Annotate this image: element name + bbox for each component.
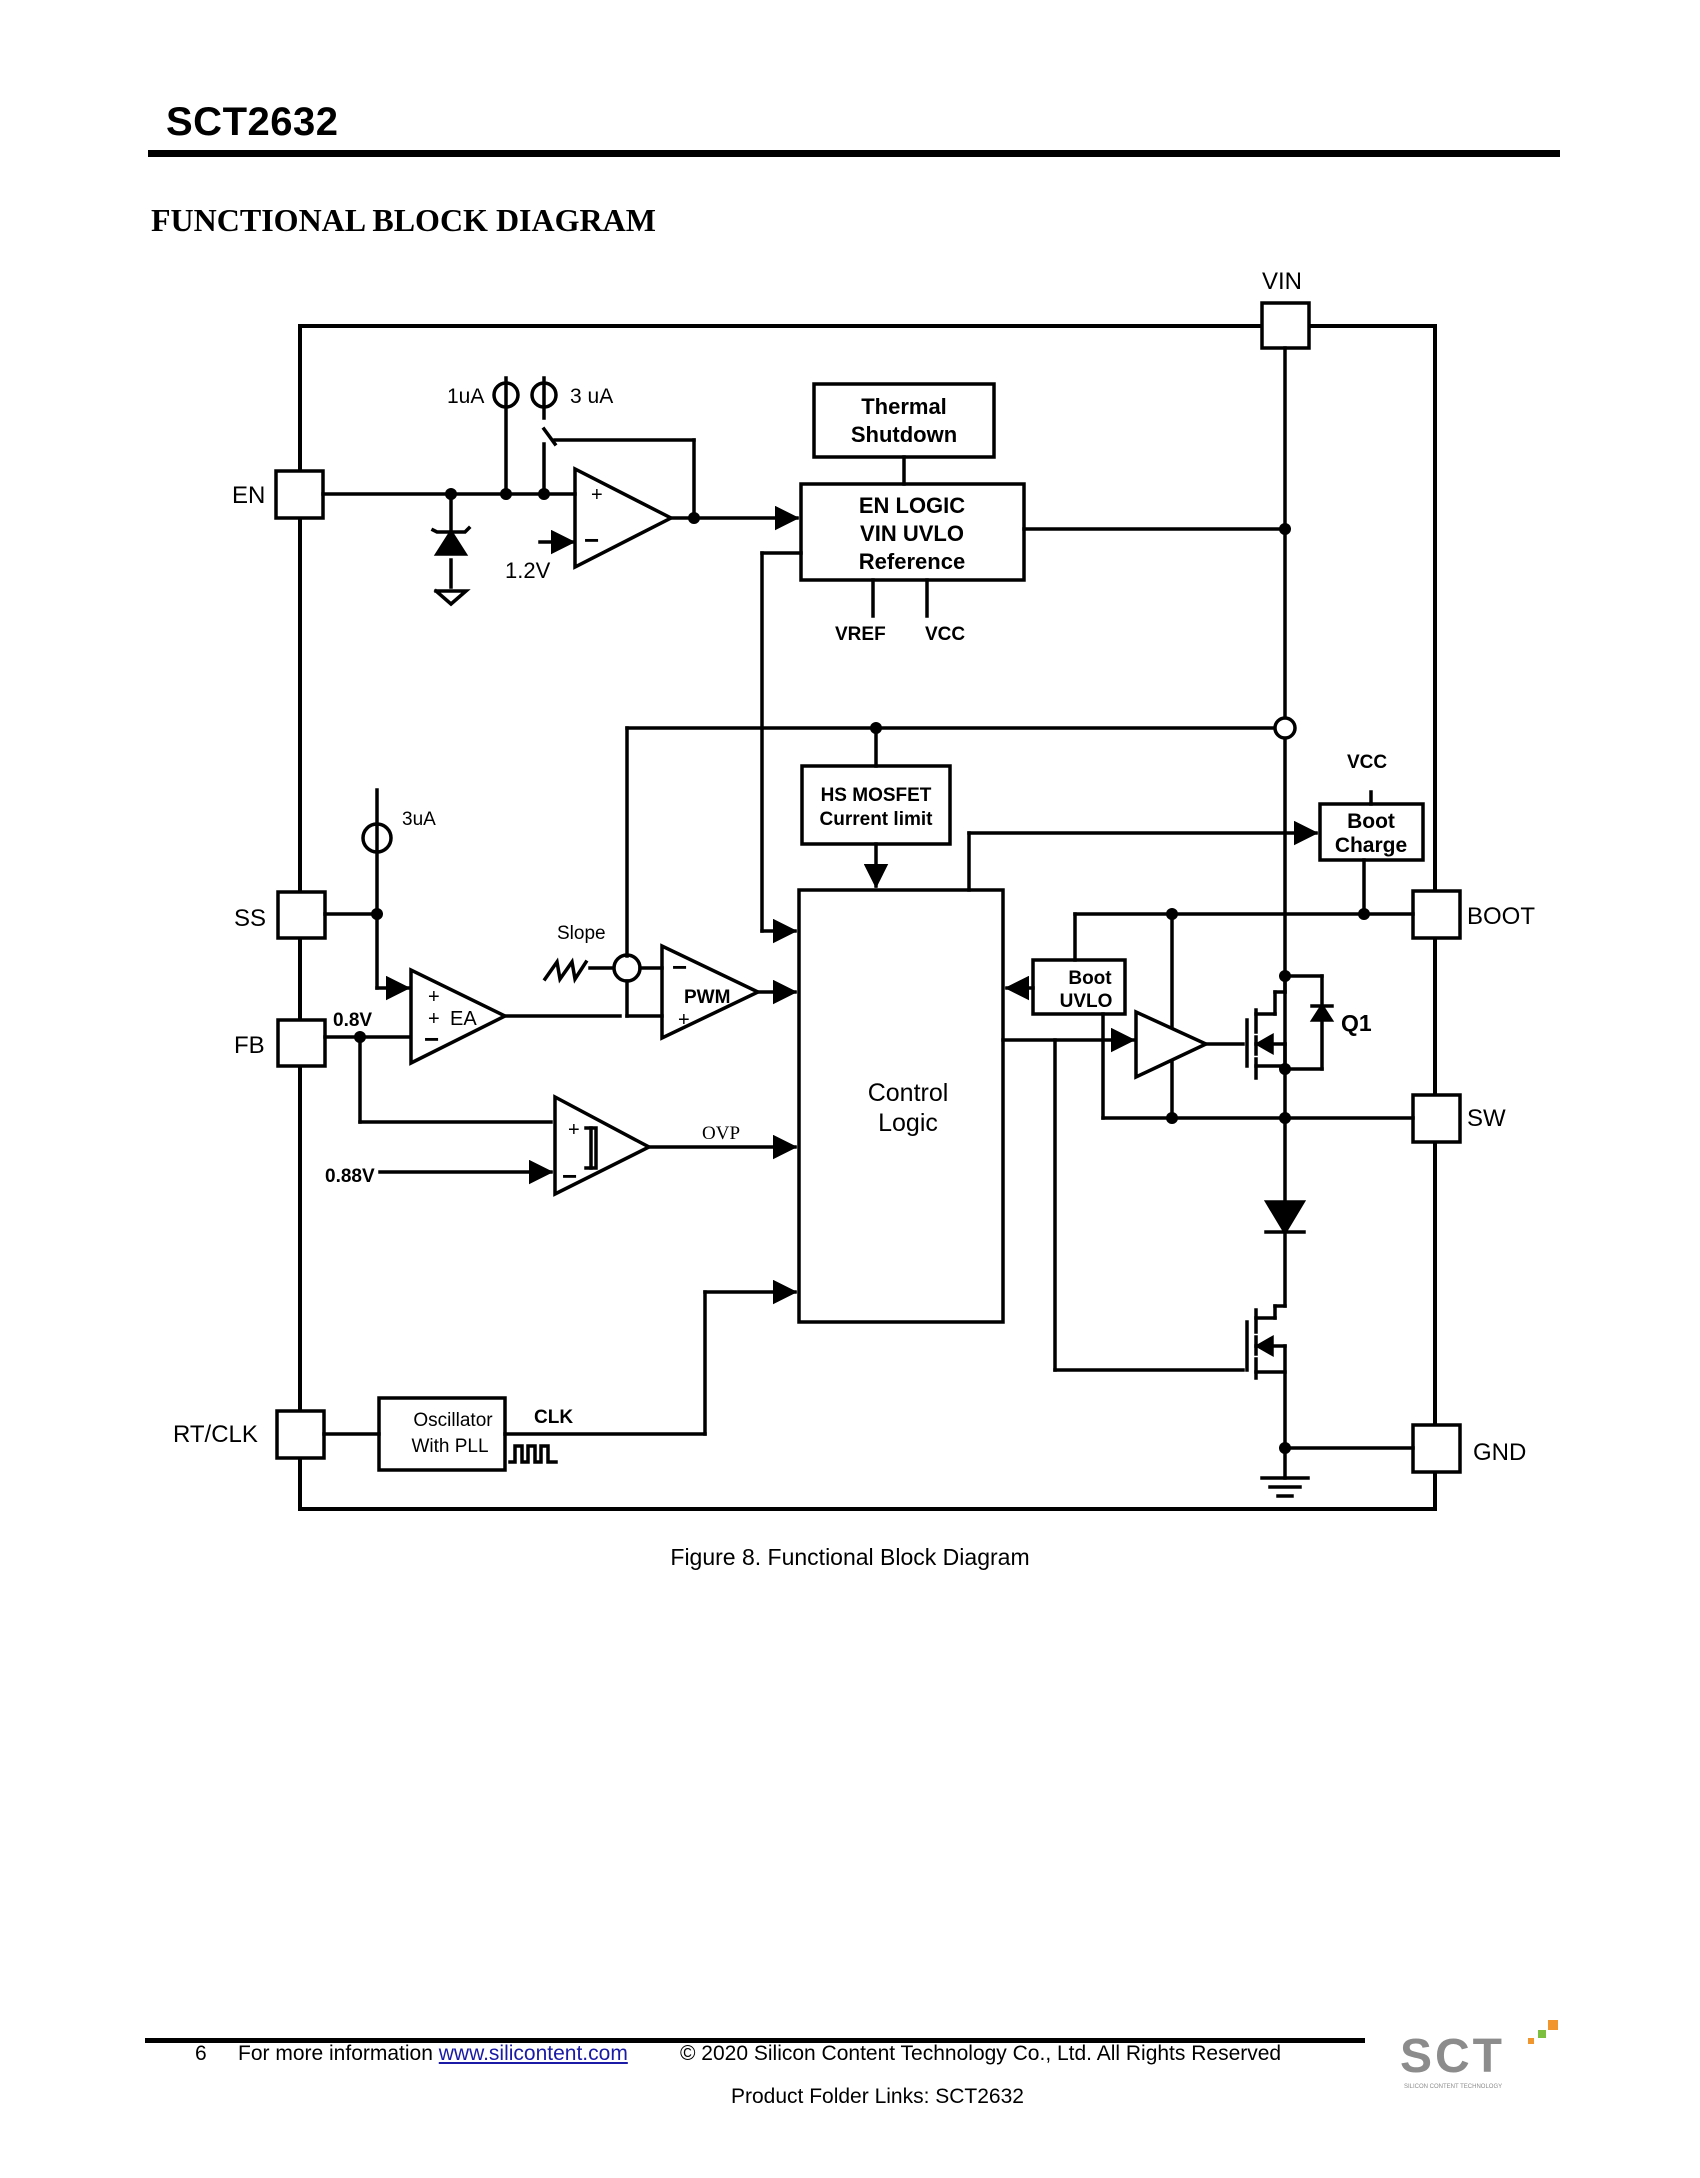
osc-line1: Oscillator — [413, 1410, 493, 1431]
part-number: SCT2632 — [166, 100, 339, 144]
label-q1: Q1 — [1341, 1010, 1372, 1036]
zener-diode — [433, 528, 469, 556]
label-pwm: PWM — [684, 987, 730, 1008]
page-number: 6 — [195, 2042, 207, 2065]
website-link[interactable]: www.silicontent.com — [438, 2042, 628, 2065]
label-vcc: VCC — [925, 624, 965, 645]
boot-label: BOOT — [1467, 903, 1535, 930]
enlogic-line1: EN LOGIC — [859, 493, 965, 518]
ovp-minus: − — [562, 1161, 577, 1191]
pwm-minus: − — [672, 952, 687, 982]
oscillator-block — [377, 1396, 507, 1472]
pwm-comparator — [660, 943, 763, 1041]
label-clk: CLK — [534, 1407, 573, 1428]
ss-label: SS — [234, 905, 266, 932]
figure-caption: Figure 8. Functional Block Diagram — [670, 1544, 1030, 1570]
osc-line2: With PLL — [411, 1436, 488, 1457]
label-ovp: OVP — [702, 1123, 740, 1144]
gnd-pin — [1411, 1423, 1462, 1474]
rtclk-label: RT/CLK — [173, 1421, 258, 1448]
bootuvlo-line2: UVLO — [1060, 991, 1113, 1012]
bootcharge-line2: Charge — [1335, 834, 1407, 857]
sw-pin — [1411, 1093, 1462, 1144]
body-diode — [1309, 1002, 1335, 1022]
ea-plus1: + — [428, 986, 440, 1008]
label-slope: Slope — [557, 923, 606, 944]
logo-subtext: SILICON CONTENT TECHNOLOGY — [1404, 2084, 1502, 2090]
boot-pin — [1411, 889, 1462, 940]
more-info: For more information www.silicontent.com — [238, 2042, 628, 2066]
ea-plus2: + — [428, 1008, 440, 1030]
label-0p8v: 0.8V — [333, 1010, 372, 1031]
ls-arrow — [1254, 1334, 1274, 1358]
clock-pulse-icon — [508, 1444, 558, 1464]
product-folder-links: Product Folder Links: SCT2632 — [731, 2085, 1024, 2108]
label-3ua: 3 uA — [570, 385, 613, 408]
en-comparator — [573, 466, 675, 570]
summing-node — [612, 953, 642, 983]
bootcharge-line1: Boot — [1347, 810, 1395, 833]
fb-pin — [276, 1018, 327, 1068]
ss-pin — [276, 890, 327, 940]
section-title: FUNCTIONAL BLOCK DIAGRAM — [151, 202, 656, 238]
en-comp-minus: − — [584, 525, 599, 555]
header-rule — [148, 150, 1560, 157]
label-1ua: 1uA — [447, 385, 484, 408]
current-sense-node — [1273, 716, 1297, 740]
pwm-plus: + — [678, 1009, 690, 1031]
freewheel-diode — [1263, 1200, 1307, 1236]
ss-current-source — [361, 822, 393, 854]
more-info-prefix: For more information — [238, 2042, 433, 2065]
q1-arrow — [1254, 1032, 1274, 1056]
current-source-3ua — [530, 381, 558, 409]
control-line2: Logic — [878, 1109, 938, 1137]
label-vcc-boot: VCC — [1347, 752, 1387, 773]
label-vref: VREF — [835, 624, 886, 645]
thermal-line2: Shutdown — [851, 422, 957, 447]
label-ea: EA — [450, 1008, 477, 1030]
control-line1: Control — [868, 1079, 949, 1107]
control-logic-block — [797, 888, 1005, 1324]
label-0p88v: 0.88V — [325, 1166, 375, 1187]
ovp-plus: + — [568, 1119, 580, 1141]
en-comp-plus: + — [591, 484, 603, 506]
en-pin — [274, 469, 325, 520]
thermal-line1: Thermal — [861, 394, 947, 419]
hs-line2: Current limit — [820, 809, 934, 830]
bootuvlo-line1: Boot — [1068, 968, 1112, 989]
logo-text: SCT — [1400, 2030, 1505, 2083]
vin-pin — [1260, 301, 1311, 350]
ovp-comparator — [553, 1094, 653, 1197]
ea-minus: − — [424, 1024, 439, 1054]
copyright: © 2020 Silicon Content Technology Co., L… — [680, 2042, 1282, 2065]
label-ss-3ua: 3uA — [402, 809, 436, 830]
sw-label: SW — [1467, 1105, 1506, 1132]
en-logic-block — [799, 482, 1026, 582]
enlogic-line3: Reference — [859, 549, 965, 574]
label-1p2v: 1.2V — [505, 558, 551, 583]
fb-label: FB — [234, 1032, 265, 1059]
slope-ramp-icon — [542, 957, 589, 984]
current-source-1ua — [492, 381, 520, 409]
enlogic-line2: VIN UVLO — [860, 521, 964, 546]
error-amplifier — [409, 967, 509, 1066]
gnd-label: GND — [1473, 1439, 1526, 1466]
vin-label: VIN — [1262, 268, 1302, 295]
hs-line1: HS MOSFET — [821, 785, 932, 806]
rtclk-pin — [275, 1409, 326, 1460]
footer-rule — [145, 2038, 1365, 2043]
sct-logo: SCT SILICON CONTENT TECHNOLOGY — [1400, 2020, 1558, 2090]
en-label: EN — [232, 482, 265, 509]
